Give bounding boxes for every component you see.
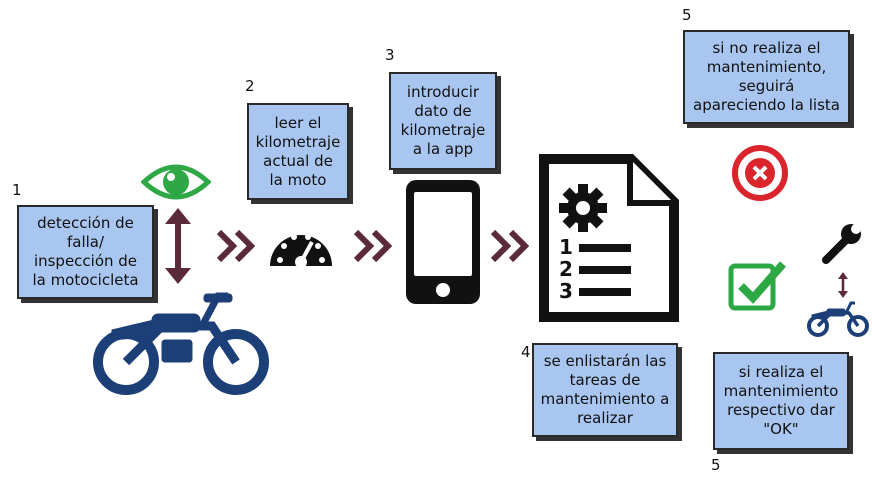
- chevron-double-icon-2: [353, 229, 393, 263]
- step-box-5-no: si no realiza el mantenimiento, seguirá …: [683, 30, 850, 124]
- step-box-3: introducir dato de kilometraje a la app: [389, 72, 497, 170]
- step-text-5-yes: si realiza el mantenimiento respectivo d…: [723, 363, 839, 438]
- step-number-5-bottom: 5: [711, 456, 721, 474]
- step-number-2: 2: [245, 77, 255, 95]
- motorcycle-icon: [93, 292, 269, 395]
- wrench-icon: [822, 224, 861, 264]
- step-box-5-yes: si realiza el mantenimiento respectivo d…: [713, 352, 849, 450]
- step-text-1: detección de falla/ inspección de la mot…: [32, 214, 139, 289]
- step-box-4: se enlistarán las tareas de mantenimient…: [532, 343, 678, 437]
- list-number-2: 2: [559, 257, 573, 281]
- small-arrow-icon: [838, 272, 848, 298]
- step-number-4: 4: [521, 343, 531, 361]
- small-motorcycle-icon: [807, 301, 869, 337]
- document-gear-icon: 1 2 3: [539, 154, 679, 322]
- list-number-3: 3: [559, 279, 573, 303]
- step-text-5-no: si no realiza el mantenimiento, seguirá …: [693, 39, 840, 114]
- error-icon: [732, 145, 788, 201]
- step-text-3: introducir dato de kilometraje a la app: [400, 83, 486, 158]
- step-box-1: detección de falla/ inspección de la mot…: [17, 205, 154, 299]
- step-number-1: 1: [12, 181, 22, 199]
- list-number-1: 1: [559, 235, 573, 259]
- step-box-2: leer el kilometraje actual de la moto: [247, 103, 349, 200]
- step-text-2: leer el kilometraje actual de la moto: [255, 113, 341, 189]
- step-number-3: 3: [385, 46, 395, 64]
- step-number-5-top: 5: [682, 6, 692, 24]
- double-arrow-icon: [165, 208, 191, 284]
- speedometer-icon: [270, 234, 332, 268]
- check-icon: [728, 261, 786, 311]
- step-text-4: se enlistarán las tareas de mantenimient…: [540, 352, 670, 427]
- eye-icon: [141, 164, 211, 200]
- smartphone-icon: [406, 180, 480, 304]
- chevron-double-icon-1: [216, 229, 256, 263]
- chevron-double-icon-3: [490, 229, 530, 263]
